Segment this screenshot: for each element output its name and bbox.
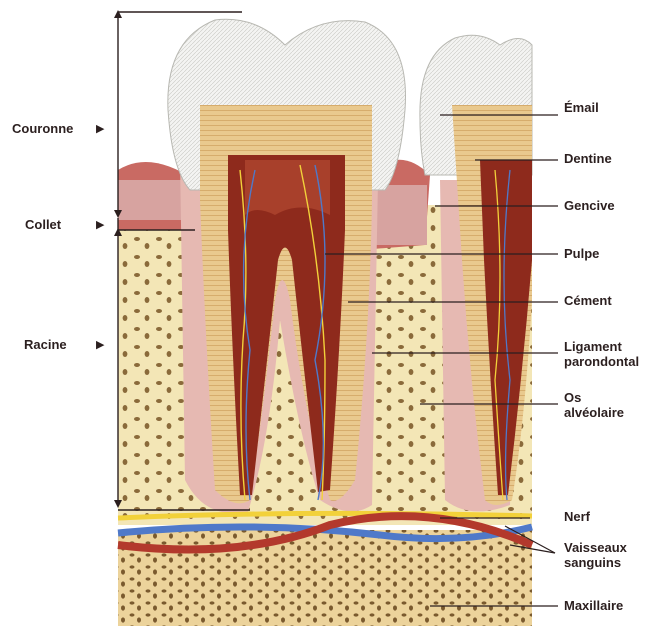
label-pulp: Pulpe (564, 246, 599, 261)
label-vessels: Vaisseaux sanguins (564, 540, 627, 570)
maxilla-region (118, 530, 532, 626)
label-cementum: Cément (564, 293, 612, 308)
label-neck: Collet (25, 217, 61, 232)
label-maxilla: Maxillaire (564, 598, 623, 613)
label-bone-line1: Os (564, 390, 624, 405)
label-ligament-line1: Ligament (564, 339, 639, 354)
label-root: Racine (24, 337, 67, 352)
label-vessels-line2: sanguins (564, 555, 627, 570)
label-vessels-line1: Vaisseaux (564, 540, 627, 555)
label-dentin: Dentine (564, 151, 612, 166)
label-enamel: Émail (564, 100, 599, 115)
label-ligament-line2: parondontal (564, 354, 639, 369)
label-alveolar-bone: Os alvéolaire (564, 390, 624, 420)
label-bone-line2: alvéolaire (564, 405, 624, 420)
label-crown: Couronne (12, 121, 73, 136)
label-ligament: Ligament parondontal (564, 339, 639, 369)
label-nerve: Nerf (564, 509, 590, 524)
triangle-right-icon: ▶ (96, 219, 104, 231)
triangle-right-icon: ▶ (96, 339, 104, 351)
label-gum: Gencive (564, 198, 615, 213)
triangle-right-icon: ▶ (96, 123, 104, 135)
